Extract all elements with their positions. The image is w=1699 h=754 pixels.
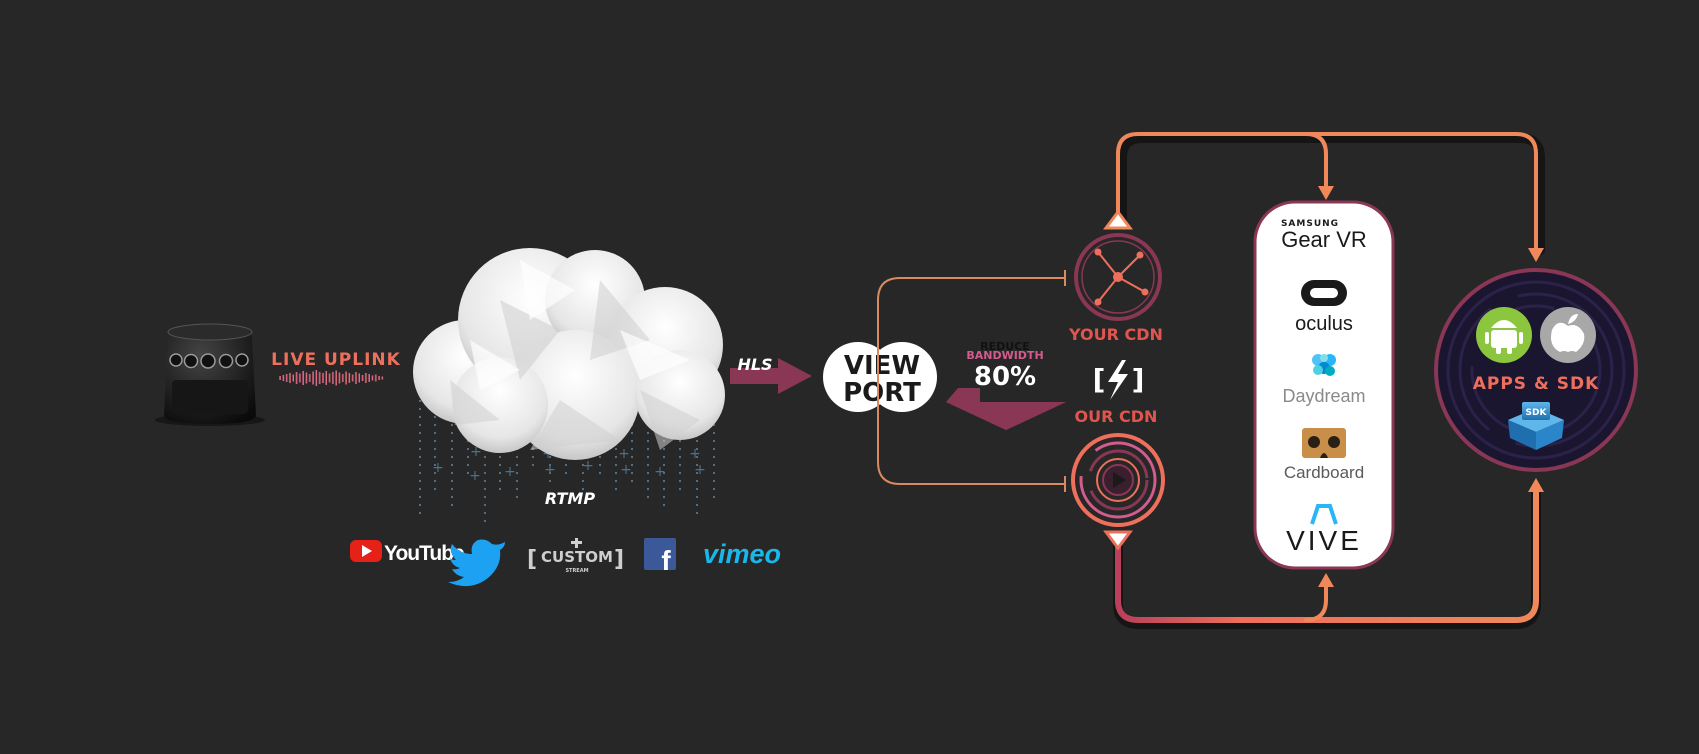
sdk-box-icon: SDK: [1508, 402, 1564, 450]
daydream-logo-icon: [1312, 354, 1336, 376]
waveform-bar: [338, 372, 341, 384]
vimeo-label: vimeo: [703, 539, 781, 569]
youtube-logo: YouTube: [350, 540, 465, 565]
waveform-bar: [328, 373, 331, 383]
waveform-bar: [331, 372, 334, 384]
waveform-bar: [279, 376, 281, 380]
rain-plus: +: [620, 462, 632, 478]
android-icon: [1476, 307, 1532, 363]
rain-plus: +: [469, 468, 481, 484]
your-cdn-icon: [1074, 233, 1162, 321]
waveform-bar: [302, 371, 304, 385]
bolt-bracket-left: [: [1093, 363, 1106, 396]
waveform-bar: [361, 375, 364, 381]
facebook-label: f: [661, 545, 671, 576]
waveform-bar: [312, 371, 314, 385]
gear-vr-label: Gear VR: [1281, 227, 1367, 252]
custom-bracket-right: ]: [614, 547, 624, 572]
waveform-bar: [368, 374, 370, 382]
waveform-bar: [308, 374, 311, 382]
rain-plus: +: [432, 460, 444, 476]
rain-plus: +: [694, 462, 706, 478]
waveform-bar: [374, 374, 377, 382]
waveform-bar: [351, 374, 354, 382]
viewport-logo: VIEW PORT: [823, 342, 937, 412]
youtube-label: YouTube: [384, 542, 464, 565]
viewport-line1: VIEW: [844, 351, 920, 381]
waveform-bar: [354, 372, 357, 384]
cloud-icon: ++++++++++++: [413, 248, 725, 525]
lightning-bolt-icon: [ ]: [1093, 360, 1145, 400]
rain-plus: +: [544, 462, 556, 478]
waveform-bar: [364, 373, 367, 383]
vive-logo-icon: [1310, 504, 1338, 525]
apps-sdk-label: APPS & SDK: [1473, 374, 1600, 394]
viewport-cdn-connector: [877, 277, 1065, 485]
waveform-bar: [282, 375, 285, 381]
vr-camera-icon: [155, 323, 265, 426]
waveform-bar: [348, 373, 351, 383]
custom-stream-logo: [ CUSTOM STREAM ]: [527, 538, 624, 574]
distribution-pipes: [1113, 132, 1545, 629]
samsung-label: SAMSUNG: [1281, 219, 1339, 229]
cardboard-label: Cardboard: [1284, 463, 1364, 482]
rain-plus: +: [618, 446, 630, 462]
apple-icon: [1540, 307, 1596, 363]
rain-plus: +: [470, 444, 482, 460]
hls-arrow: HLS: [730, 355, 812, 394]
pipe-arrowheads: [1103, 186, 1544, 587]
waveform-bar: [292, 374, 294, 382]
rain-plus: +: [504, 464, 516, 480]
audio-waveform-icon: [279, 370, 384, 386]
cardboard-logo-icon: [1302, 428, 1346, 458]
waveform-bar: [288, 373, 291, 383]
stream-label: STREAM: [565, 568, 588, 574]
rain-plus: +: [582, 458, 594, 474]
your-cdn-label: YOUR CDN: [1068, 325, 1163, 344]
waveform-bar: [345, 371, 347, 385]
waveform-bar: [381, 376, 384, 380]
waveform-bar: [335, 370, 337, 386]
viewport-line2: PORT: [843, 378, 921, 408]
waveform-bar: [321, 373, 324, 383]
live-uplink-label: LIVE UPLINK: [271, 350, 401, 370]
waveform-bar: [358, 373, 360, 383]
custom-bracket-left: [: [527, 547, 537, 572]
waveform-bar: [378, 376, 380, 380]
waveform-bar: [371, 375, 374, 381]
reduce-bandwidth-badge: REDUCE BANDWIDTH 80%: [946, 340, 1066, 430]
sdk-badge-label: SDK: [1526, 408, 1548, 418]
waveform-bar: [341, 374, 344, 382]
reduce-label: REDUCE: [980, 340, 1030, 353]
percent-label: 80%: [974, 362, 1036, 392]
waveform-bar: [295, 372, 298, 384]
waveform-bar: [325, 371, 327, 385]
hls-label: HLS: [737, 355, 772, 374]
apps-sdk-circle: APPS & SDK SDK: [1434, 268, 1638, 472]
custom-label: CUSTOM: [541, 548, 613, 566]
vimeo-logo: vimeo: [703, 539, 781, 569]
waveform-bar: [298, 373, 301, 383]
our-cdn-label: OUR CDN: [1075, 407, 1158, 426]
bandwidth-label: BANDWIDTH: [966, 349, 1043, 362]
rain-plus: +: [689, 446, 701, 462]
waveform-bar: [318, 372, 321, 384]
vive-label: VIVE: [1286, 525, 1362, 556]
waveform-bar: [285, 374, 288, 382]
facebook-logo: f: [644, 538, 676, 576]
waveform-bar: [315, 370, 318, 386]
daydream-label: Daydream: [1282, 386, 1365, 406]
our-cdn-icon: [1071, 433, 1165, 527]
rtmp-label: RTMP: [545, 489, 595, 508]
oculus-label: oculus: [1295, 313, 1353, 335]
twitter-bird-icon: [448, 539, 505, 587]
bolt-bracket-right: ]: [1132, 363, 1145, 396]
device-panel: SAMSUNG Gear VR oculus Daydream Cardboar…: [1253, 200, 1395, 570]
waveform-bar: [305, 372, 308, 384]
rain-plus: +: [654, 464, 666, 480]
